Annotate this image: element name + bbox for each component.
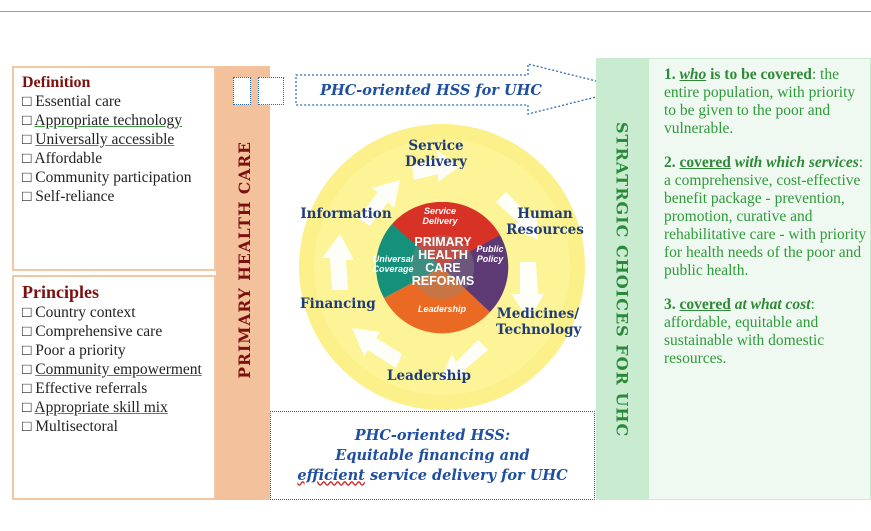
choice-3: 3. covered at what cost: affordable, equ… [664,296,825,367]
checkbox-icon: □ [22,342,32,359]
uhc-band [596,58,648,500]
principles-title: Principles [22,282,99,302]
list-item: □ Comprehensive care [22,323,163,340]
uhc-label: STRATRGIC CHOICES FOR UHC [612,122,632,438]
bottom-line-2: Equitable financing and [335,446,530,464]
list-item: □ Appropriate skill mix [22,399,168,416]
checkbox-icon: □ [22,131,32,148]
list-item: □ Poor a priority [22,342,126,359]
piece-leadership: Leadership [417,304,466,314]
label-medicines-technology: Medicines/ Technology [496,306,582,338]
list-item: □ Community empowerment [22,361,202,378]
list-item: □ Country context [22,304,136,321]
checkbox-icon: □ [22,93,32,110]
checkbox-icon: □ [22,323,32,340]
principles-list: □ Country context □ Comprehensive care □… [22,303,206,436]
list-item: □ Effective referrals [22,380,148,397]
choice-1: 1. who is to be covered: the entire popu… [664,66,856,137]
checkbox-icon: □ [22,112,32,129]
label-information: Information [300,206,392,222]
piece-public-policy: Public Policy [476,244,504,264]
phc-band [216,66,270,500]
bottom-line-3: efficient service delivery for UHC [297,466,568,484]
top-arrow [295,63,629,115]
list-item: □ Essential care [22,93,121,110]
list-item: □ Community participation [22,169,192,186]
list-item: □ Universally accessible [22,131,175,148]
definition-box: Definition □ Essential care □ Appropriat… [12,66,216,271]
choice-2: 2. covered with which services: a compre… [664,154,867,279]
label-leadership: Leadership [387,368,471,384]
checkbox-icon: □ [22,399,32,416]
uhc-panel [648,58,871,500]
checkbox-icon: □ [22,418,32,435]
puzzle-center-label: PRIMARY HEALTH CARE REFORMS [411,235,475,288]
list-item: □ Multisectoral [22,418,118,435]
checkbox-icon: □ [22,188,32,205]
list-item: □ Affordable [22,150,103,167]
piece-universal-coverage: Universal Coverage [372,254,414,274]
small-square-left [233,77,251,105]
strategic-choices-text: 1. who is to be covered: the entire popu… [664,66,867,384]
definition-title: Definition [22,74,91,91]
definition-list: □ Essential care □ Appropriate technolog… [22,92,206,206]
small-square-right [258,77,284,105]
principles-box: Principles □ Country context □ Comprehen… [12,275,216,500]
top-divider [0,11,871,12]
label-service-delivery: Service Delivery [405,138,467,170]
checkbox-icon: □ [22,169,32,186]
top-arrow-label: PHC-oriented HSS for UHC [320,81,542,99]
list-item: □ Self-reliance [22,188,115,205]
piece-service-delivery: Service Delivery [422,206,458,226]
list-item: □ Appropriate technology [22,112,183,129]
checkbox-icon: □ [22,380,32,397]
health-system-cycle [299,124,585,410]
checkbox-icon: □ [22,304,32,321]
label-human-resources: Human Resources [506,206,584,238]
bottom-line-1: PHC-oriented HSS: [354,426,511,444]
checkbox-icon: □ [22,150,32,167]
label-financing: Financing [300,296,376,312]
bottom-summary-box: PHC-oriented HSS: Equitable financing an… [270,411,595,500]
checkbox-icon: □ [22,361,32,378]
phc-label: PRIMARY HEALTH CARE [234,141,254,379]
